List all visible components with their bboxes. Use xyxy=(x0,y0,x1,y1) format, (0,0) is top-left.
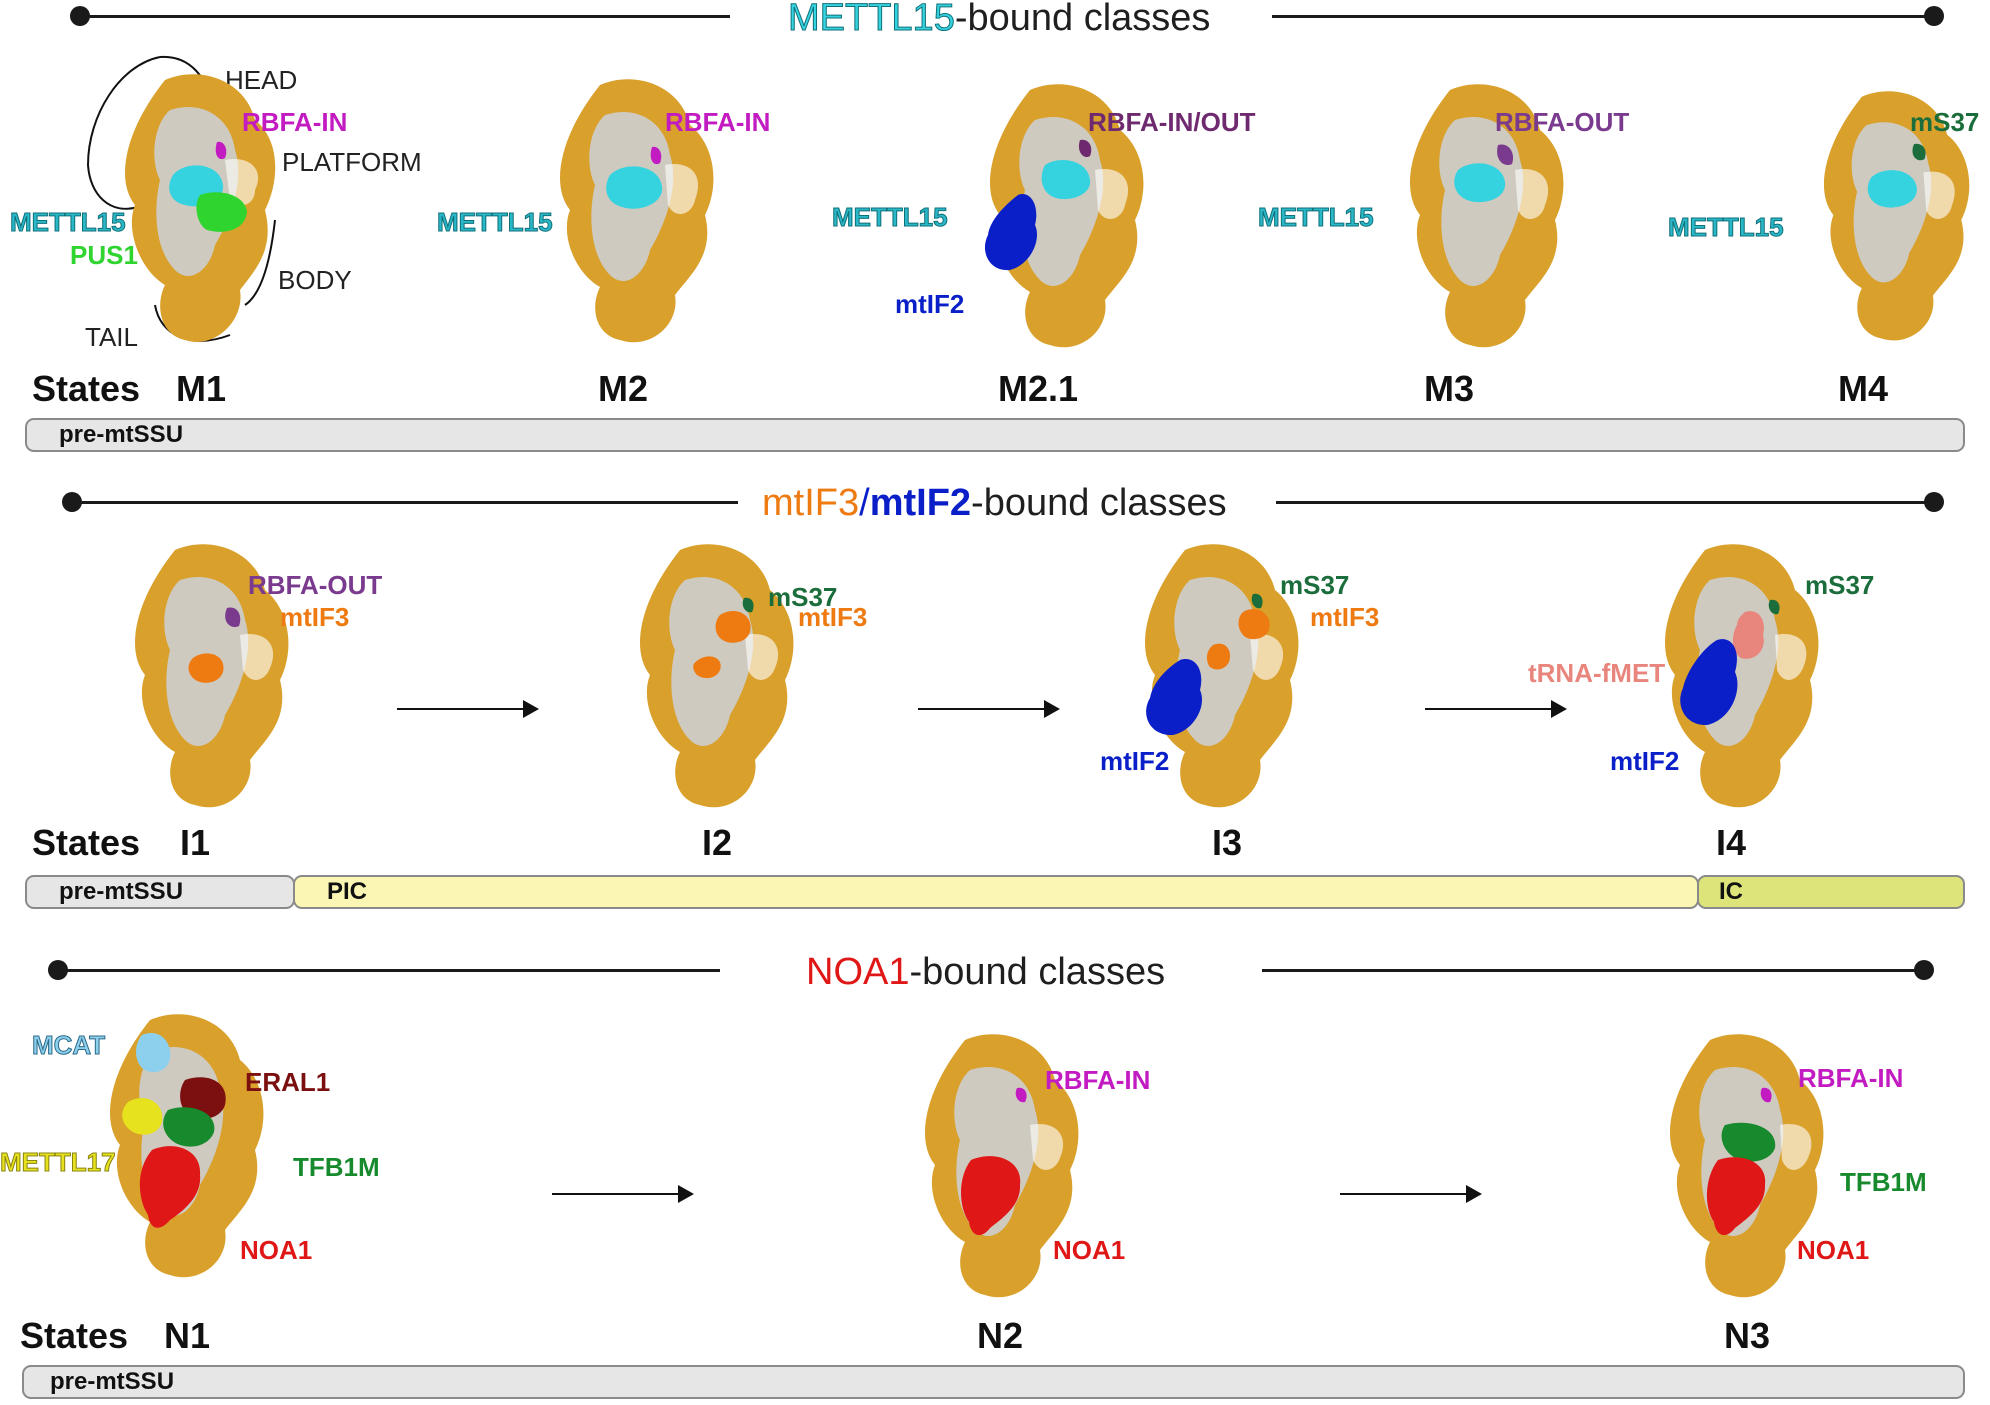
stage-bar-pre-mtssu: pre-mtSSU xyxy=(22,1365,1965,1399)
header-line-left xyxy=(72,501,738,504)
label-i4-trna-fmet: tRNA-fMET xyxy=(1528,658,1665,689)
label-n1-noa1: NOA1 xyxy=(240,1235,312,1266)
state-i4: I4 xyxy=(1716,822,1746,864)
label-m4-mettl15: METTL15 xyxy=(1668,212,1784,243)
label-i3-mtif3: mtIF3 xyxy=(1310,602,1379,633)
transition-arrow xyxy=(1340,1193,1480,1195)
header-line-right xyxy=(1262,969,1924,972)
state-n3: N3 xyxy=(1724,1315,1770,1357)
label-n3-tfb1m: TFB1M xyxy=(1840,1167,1927,1198)
state-m4: M4 xyxy=(1838,368,1888,410)
label-i1-mtif3: mtIF3 xyxy=(280,602,349,633)
transition-arrow xyxy=(552,1193,692,1195)
label-m3-mettl15: METTL15 xyxy=(1258,202,1374,233)
label-m1-pus1: PUS1 xyxy=(70,240,138,271)
state-i1: I1 xyxy=(180,822,210,864)
title-suffix: -bound classes xyxy=(909,951,1165,993)
header-dot-right xyxy=(1914,960,1934,980)
label-n3-rbfa-in: RBFA-IN xyxy=(1798,1063,1903,1094)
label-m1-rbfa-in: RBFA-IN xyxy=(242,107,347,138)
label-n2-rbfa-in: RBFA-IN xyxy=(1045,1065,1150,1096)
label-platform: PLATFORM xyxy=(282,147,422,178)
title-suffix: -bound classes xyxy=(971,482,1227,524)
label-m21-mettl15: METTL15 xyxy=(832,202,948,233)
state-m3: M3 xyxy=(1424,368,1474,410)
state-n2: N2 xyxy=(977,1315,1023,1357)
label-m21-mtif2: mtIF2 xyxy=(895,289,964,320)
title-suffix: -bound classes xyxy=(955,0,1211,39)
state-m1: M1 xyxy=(176,368,226,410)
stage-bar-pic: PIC xyxy=(293,875,1699,909)
section-title: NOA1-bound classes xyxy=(806,951,1165,994)
label-n1-mettl17: METTL17 xyxy=(0,1147,116,1178)
header-dot-right xyxy=(1924,492,1944,512)
title-protein: METTL15 xyxy=(788,0,955,39)
label-m21-rbfa-inout: RBFA-IN/OUT xyxy=(1088,107,1256,138)
label-i3-ms37: mS37 xyxy=(1280,570,1349,601)
label-i2-mtif3: mtIF3 xyxy=(798,602,867,633)
label-i4-ms37: mS37 xyxy=(1805,570,1874,601)
label-i3-mtif2: mtIF2 xyxy=(1100,746,1169,777)
states-label: States xyxy=(32,368,140,410)
transition-arrow xyxy=(397,708,537,710)
label-m3-rbfa-out: RBFA-OUT xyxy=(1495,107,1629,138)
header-line-right xyxy=(1276,501,1938,504)
state-m2-1: M2.1 xyxy=(998,368,1078,410)
label-m2-rbfa-in: RBFA-IN xyxy=(665,107,770,138)
header-line-left xyxy=(58,969,720,972)
states-label: States xyxy=(20,1315,128,1357)
transition-arrow xyxy=(918,708,1058,710)
label-i4-mtif2: mtIF2 xyxy=(1610,746,1679,777)
label-n2-noa1: NOA1 xyxy=(1053,1235,1125,1266)
title-protein-1: mtIF3 xyxy=(762,482,859,524)
section-mettl15: METTL15-bound classes HEAD PLATFORM BODY… xyxy=(0,0,1990,460)
states-label: States xyxy=(32,822,140,864)
state-i2: I2 xyxy=(702,822,732,864)
title-protein: NOA1 xyxy=(806,951,909,993)
stage-bar-pre-mtssu: pre-mtSSU xyxy=(25,418,1965,452)
section-mtif: mtIF3/mtIF2-bound classes RBFA-OUT mtIF3… xyxy=(0,470,1990,920)
section-title: METTL15-bound classes xyxy=(788,0,1210,40)
label-n1-mcat: MCAT xyxy=(32,1030,105,1061)
section-noa1: NOA1-bound classes MCAT ERAL1 METTL17 TF… xyxy=(0,935,1990,1405)
title-separator: / xyxy=(859,482,870,524)
label-m4-ms37: mS37 xyxy=(1910,107,1979,138)
label-n1-eral1: ERAL1 xyxy=(245,1067,330,1098)
label-m2-mettl15: METTL15 xyxy=(437,207,553,238)
title-protein-2: mtIF2 xyxy=(870,482,971,524)
label-m1-mettl15: METTL15 xyxy=(10,207,126,238)
state-m2: M2 xyxy=(598,368,648,410)
label-n3-noa1: NOA1 xyxy=(1797,1235,1869,1266)
header-line-left xyxy=(80,15,730,18)
label-i1-rbfa-out: RBFA-OUT xyxy=(248,570,382,601)
header-dot-right xyxy=(1924,6,1944,26)
state-n1: N1 xyxy=(164,1315,210,1357)
section-title: mtIF3/mtIF2-bound classes xyxy=(762,482,1227,525)
state-i3: I3 xyxy=(1212,822,1242,864)
stage-bar-ic: IC xyxy=(1697,875,1965,909)
label-n1-tfb1m: TFB1M xyxy=(293,1152,380,1183)
transition-arrow xyxy=(1425,708,1565,710)
header-line-right xyxy=(1272,15,1932,18)
stage-bar-pre-mtssu: pre-mtSSU xyxy=(25,875,295,909)
